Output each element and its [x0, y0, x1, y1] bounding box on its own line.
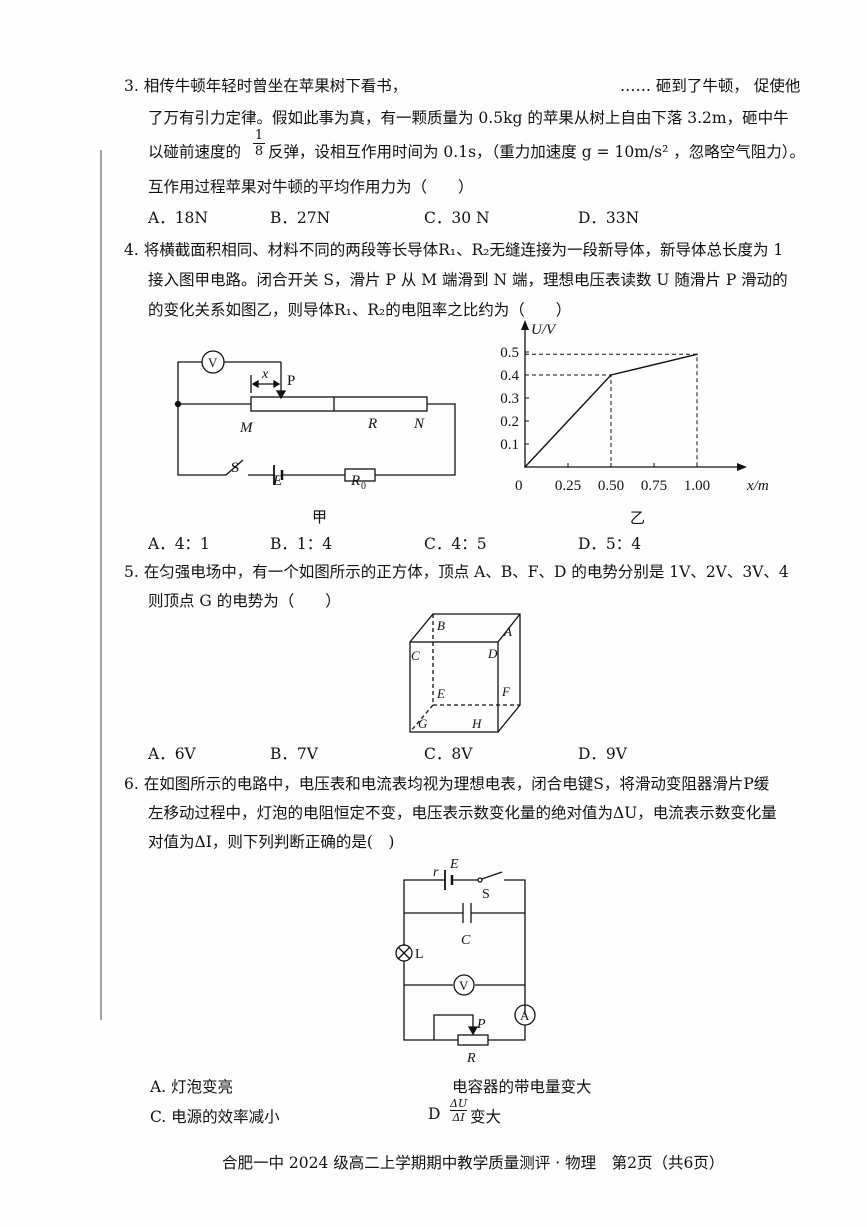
r-label: R — [367, 416, 377, 432]
l-label: L — [415, 947, 424, 962]
q3-option-a: A．18N — [148, 209, 208, 227]
q3-line-1: 3. 相传牛顿年轻时曾坐在苹果树下看书， — [124, 77, 408, 95]
e-label: E — [272, 473, 282, 489]
figure-caption-yi: 乙 — [630, 511, 645, 527]
vertex-c: C — [411, 648, 420, 663]
voltmeter-symbol — [453, 974, 475, 996]
rheostat-symbol — [457, 1034, 489, 1046]
n-label: N — [413, 416, 425, 432]
voltmeter-label: V — [459, 978, 469, 993]
page-footer: 合肥一中 2024 级高二上学期期中教学质量测评 · 物理 第2页（共6页） — [222, 1154, 725, 1172]
q4-line-1: 4. 将横截面积相同、材料不同的两段等长导体R₁、R₂无缝连接为一段新导体，新导… — [124, 241, 784, 259]
s-label: S — [482, 887, 490, 902]
y-tick-label: 0.1 — [500, 437, 519, 453]
data-point — [524, 466, 526, 468]
q3-line-1-end: …… 砸到了牛顿， 促使他 — [620, 77, 801, 95]
q4-line-3: 的变化关系如图乙，则导体R₁、R₂的电阻率之比约为（ ） — [148, 301, 572, 319]
q6-option-a: A. 灯泡变亮 — [150, 1078, 234, 1096]
q4-option-a: A．4：1 — [148, 535, 210, 553]
x-axis-label: x/m — [746, 478, 769, 494]
q5-option-c: C．8V — [424, 745, 473, 763]
q3-line-2: 了万有引力定律。假如此事为真，有一颗质量为 0.5kg 的苹果从树上自由下落 3… — [148, 109, 789, 127]
q6-fraction: ΔU ΔI — [450, 1097, 468, 1124]
q3-line-3a: 以碰前速度的 — [148, 143, 242, 161]
r-label: R — [466, 1051, 476, 1066]
c-label: C — [461, 933, 471, 948]
fraction-denominator: 8 — [253, 143, 265, 159]
q3-line-3b: 反弹，设相互作用时间为 0.1s，（重力加速度 g = 10m/s² ，忽略空气… — [268, 143, 805, 161]
q6-line-2: 左移动过程中，灯泡的电阻恒定不变，电压表示数变化量的绝对值为ΔU，电流表示数变化… — [148, 804, 777, 822]
q4-option-c: C．4：5 — [424, 535, 487, 553]
data-point — [696, 353, 698, 356]
q3-option-b: B．27N — [270, 209, 331, 227]
vertex-d: D — [487, 646, 498, 661]
q5-line-2: 则顶点 G 的电势为（ ） — [148, 592, 341, 610]
q6-option-c: C. 电源的效率减小 — [150, 1108, 280, 1126]
x-axis-arrow — [737, 463, 747, 471]
vertex-f: F — [501, 684, 511, 699]
origin-label: 0 — [515, 478, 523, 494]
y-tick-label: 0.2 — [500, 414, 519, 430]
x-tick-label: 1.00 — [684, 478, 710, 494]
y-tick-label: 0.5 — [500, 345, 519, 361]
fraction-denominator: ΔI — [450, 1110, 468, 1124]
x-tick-label: 0.25 — [555, 478, 581, 494]
q6-option-d: D — [428, 1105, 441, 1123]
fraction-numerator: ΔU — [450, 1097, 468, 1110]
p-label: P — [476, 1017, 486, 1032]
r0-label: R — [350, 473, 360, 489]
vertex-b: B — [437, 618, 445, 633]
q6-option-d-text: 变大 — [470, 1108, 502, 1126]
x-tick-label: 0.50 — [598, 478, 624, 494]
figure-caption-jia: 甲 — [312, 510, 327, 526]
switch-s — [225, 459, 244, 476]
vertex-e: E — [436, 686, 445, 701]
q3-fraction: 1 8 — [253, 128, 265, 159]
fraction-numerator: 1 — [254, 128, 264, 143]
q3-option-c: C．30 N — [424, 209, 490, 227]
r0-subscript: 0 — [361, 481, 366, 492]
r-internal-label: r — [433, 865, 439, 880]
slider-p-label: P — [287, 373, 295, 389]
q5-option-b: B．7V — [270, 745, 318, 763]
q3-option-d: D．33N — [578, 209, 640, 227]
y-tick-label: 0.4 — [500, 368, 519, 384]
q5-line-1: 5. 在匀强电场中，有一个如图所示的正方体，顶点 A、B、F、D 的电势分别是 … — [124, 563, 789, 581]
data-point — [610, 374, 612, 376]
resistor-r0 — [344, 468, 376, 482]
x-label: x — [261, 367, 269, 382]
q5-option-a: A．6V — [148, 745, 196, 763]
q4-option-d: D．5：4 — [578, 535, 642, 553]
x-tick-label: 0.75 — [641, 478, 667, 494]
q4-option-b: B．1：4 — [270, 535, 333, 553]
q3-line-4: 互作用过程苹果对牛顿的平均作用力为（ ） — [148, 178, 474, 196]
y-axis-label: U/V — [531, 322, 557, 338]
q5-option-d: D．9V — [578, 745, 627, 763]
q6-option-b: 电容器的带电量变大 — [452, 1078, 592, 1096]
vertex-a: A — [503, 624, 512, 639]
y-tick-label: 0.3 — [500, 391, 519, 407]
q6-line-1: 6. 在如图所示的电路中，电压表和电流表均视为理想电表，闭合电键S，将滑动变阻器… — [124, 775, 770, 793]
m-label: M — [239, 420, 254, 436]
e-label: E — [449, 857, 459, 872]
q4-line-2: 接入图甲电路。闭合开关 S，滑片 P 从 M 端滑到 N 端，理想电压表读数 U… — [148, 271, 788, 289]
scan-edge-line — [100, 150, 102, 1020]
vertex-h: H — [471, 716, 482, 731]
voltmeter-label: V — [208, 355, 218, 370]
vertex-g: G — [418, 716, 428, 731]
y-axis-arrow — [521, 320, 529, 330]
s-label: S — [231, 460, 239, 476]
ammeter-label: A — [520, 1008, 530, 1023]
q6-line-3: 对值为ΔI，则下列判断正确的是( ) — [148, 833, 395, 851]
